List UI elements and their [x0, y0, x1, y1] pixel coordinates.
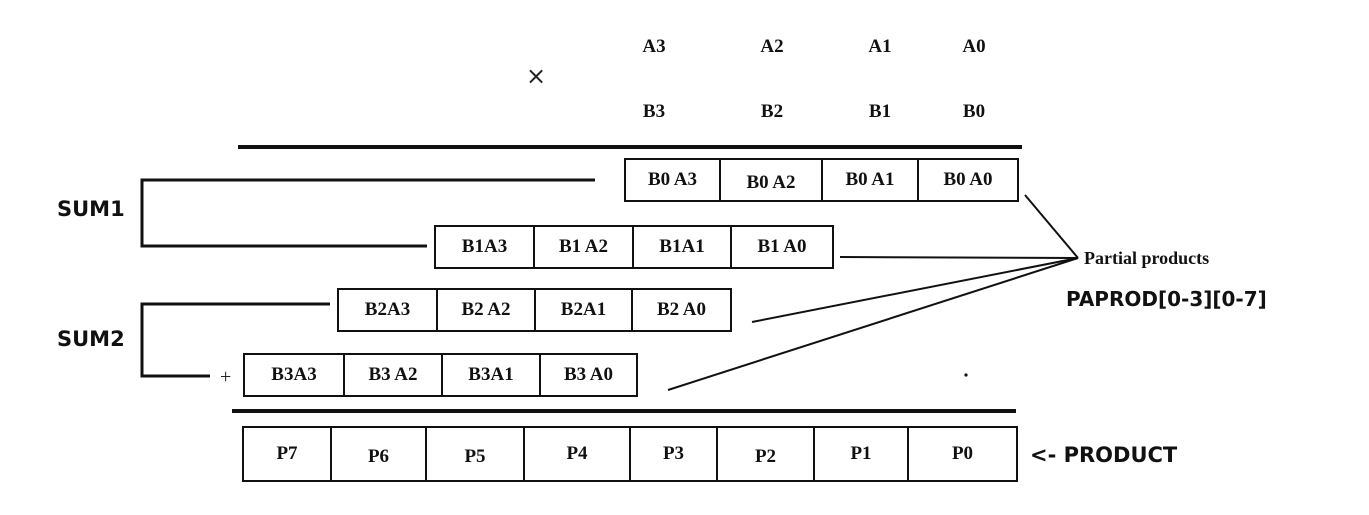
partial-cell: B0 A2: [721, 160, 823, 200]
multiplicand-bit-2: A2: [760, 36, 784, 57]
plus-symbol: +: [220, 366, 232, 388]
sum1-bracket: [140, 178, 595, 248]
partial-cell: B2 A2: [438, 290, 536, 330]
multiplier-bit-2: B2: [760, 101, 784, 122]
pointer-line-row3: [667, 257, 1079, 391]
pointer-line-row2: [751, 257, 1079, 323]
partial-cell: B0 A3: [626, 160, 721, 200]
product-arrow-label: <- PRODUCT: [1030, 443, 1178, 467]
product-cell: P3: [631, 428, 718, 480]
partial-cell: B0 A0: [943, 169, 993, 190]
sum2-label: SUM2: [57, 327, 125, 351]
partial-cell: B3A1: [443, 355, 541, 395]
multiplicand-bit-0: A0: [962, 36, 986, 57]
partial-cell: B3A3: [245, 355, 345, 395]
sum1-label: SUM1: [57, 197, 125, 221]
multiplicand-bit-1: A1: [868, 36, 892, 57]
product-cell: P4: [525, 428, 631, 480]
product-cell: P7: [244, 428, 332, 480]
partial-cell: B2A3: [339, 290, 438, 330]
partial-cell: B3 A2: [345, 355, 443, 395]
pointer-line-row1: [839, 256, 1079, 259]
product-cell: P2: [718, 428, 815, 480]
product-cell: P0: [951, 443, 974, 464]
partial-products-label: Partial products: [1084, 248, 1210, 268]
multiplicand-bit-3: A3: [642, 36, 666, 57]
partial-cell: B2A1: [536, 290, 633, 330]
product-cell: P5: [427, 428, 525, 480]
partial-cell: B0 A1: [823, 160, 919, 200]
partial-cell: B1 A0: [757, 236, 807, 257]
partial-cell: B1A1: [634, 227, 732, 267]
product-cell: P6: [332, 428, 427, 480]
partial-cell: B1 A2: [535, 227, 634, 267]
partial-cell: B2 A0: [656, 299, 707, 320]
partial-row-2: B2A3 B2 A2 B2A1 B2 A0: [337, 288, 732, 332]
times-symbol: ×: [526, 62, 547, 90]
partial-row-3: B3A3 B3 A2 B3A1 B3 A0: [243, 353, 638, 397]
partial-row-0: B0 A3 B0 A2 B0 A1 B0 A0: [624, 158, 1019, 202]
speck-dot: [964, 373, 968, 377]
multiplier-bit-0: B0: [962, 101, 986, 122]
pointer-line-row0: [1024, 194, 1079, 259]
product-cell: P1: [815, 428, 909, 480]
partial-cell: B3 A0: [563, 364, 614, 385]
multiplier-bit-3: B3: [642, 101, 666, 122]
product-row: P7 P6 P5 P4 P3 P2 P1 P0: [242, 426, 1018, 482]
sum2-bracket: [140, 302, 330, 378]
paprod-label: PAPROD[0-3][0-7]: [1066, 287, 1267, 311]
partial-cell: B1A3: [436, 227, 535, 267]
partial-row-1: B1A3 B1 A2 B1A1 B1 A0: [434, 225, 834, 269]
multiplier-bit-1: B1: [868, 101, 892, 122]
